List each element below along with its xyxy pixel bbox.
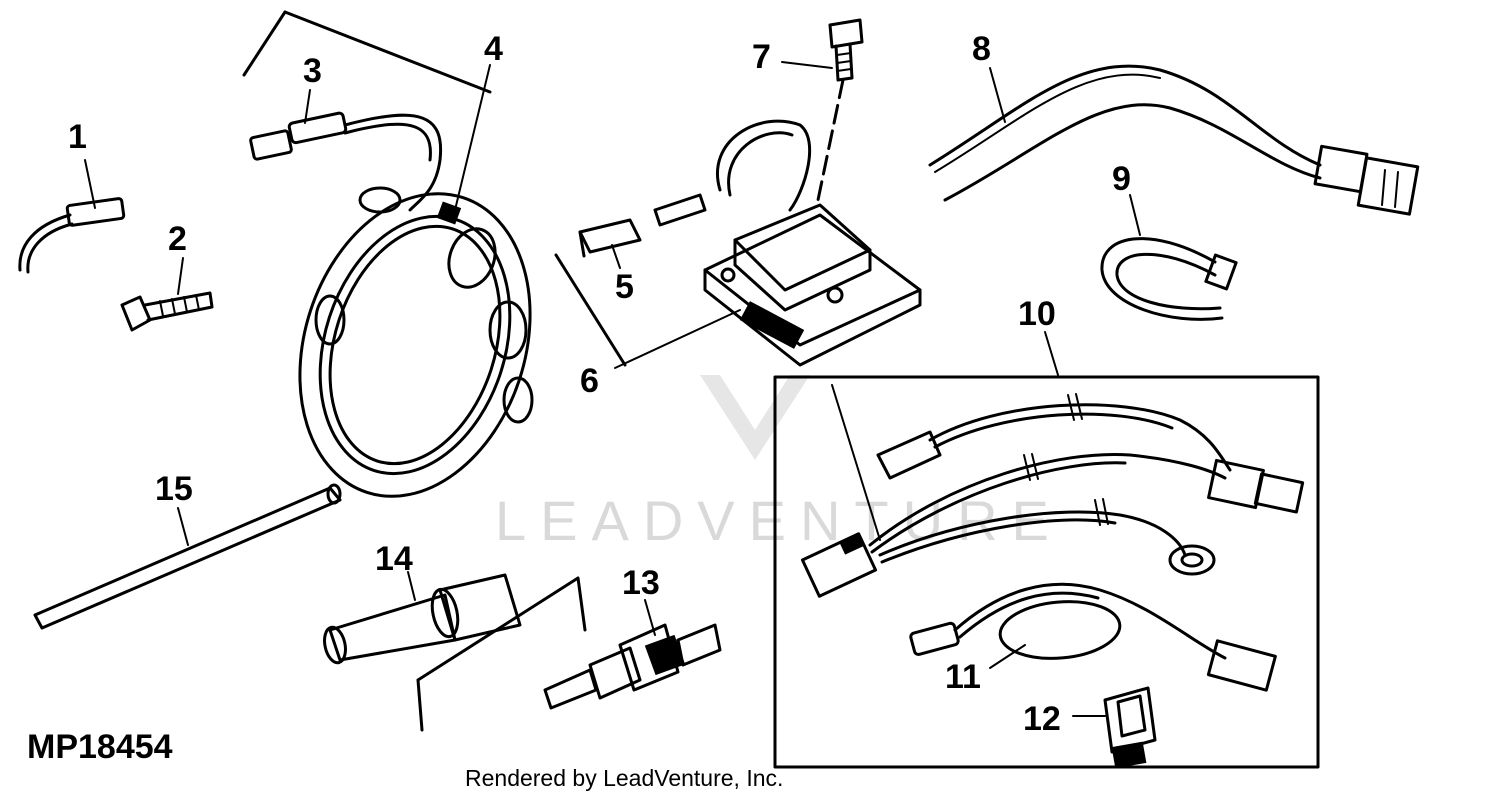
part-label-15: 15: [155, 470, 193, 508]
part-10-kit-box[interactable]: 10: [773, 295, 1320, 769]
part-label-5: 5: [615, 268, 634, 306]
part-label-4: 4: [484, 30, 503, 68]
part-11-lead[interactable]: 11: [909, 582, 1277, 696]
watermark-logo-icon: [700, 375, 810, 460]
part-label-7: 7: [752, 38, 771, 76]
part-label-8: 8: [972, 30, 991, 68]
part-label-2: 2: [168, 220, 187, 258]
part-2-screw[interactable]: 2: [120, 220, 214, 332]
part-9-strap[interactable]: 9: [1100, 160, 1238, 321]
part-label-3: 3: [303, 52, 322, 90]
part-4-stator[interactable]: 3 4: [242, 10, 568, 526]
credit-text: Rendered by LeadVenture, Inc.: [465, 765, 784, 791]
figure-id: MP18454: [27, 728, 173, 766]
part-12-clip[interactable]: 12: [1023, 686, 1157, 769]
part-13-spark-plug[interactable]: 13: [416, 564, 722, 732]
part-label-1: 1: [68, 118, 87, 156]
part-6-ignition-module[interactable]: 5 6: [554, 119, 922, 400]
part-label-13: 13: [622, 564, 660, 602]
part-7-bolt[interactable]: 7: [752, 18, 864, 202]
part-14-sleeve[interactable]: 14: [321, 540, 522, 665]
part-label-14: 14: [375, 540, 413, 578]
part-label-10: 10: [1018, 295, 1056, 333]
part-label-9: 9: [1112, 160, 1131, 198]
part-label-6: 6: [580, 362, 599, 400]
part-1-clip[interactable]: 1: [18, 118, 126, 274]
part-label-12: 12: [1023, 700, 1061, 738]
part-15-rod[interactable]: 15: [33, 470, 342, 630]
watermark: LEADVENTURE: [495, 375, 1063, 552]
part-label-11: 11: [945, 658, 981, 696]
part-8-harness[interactable]: 8: [928, 30, 1420, 216]
watermark-text: LEADVENTURE: [495, 489, 1063, 552]
